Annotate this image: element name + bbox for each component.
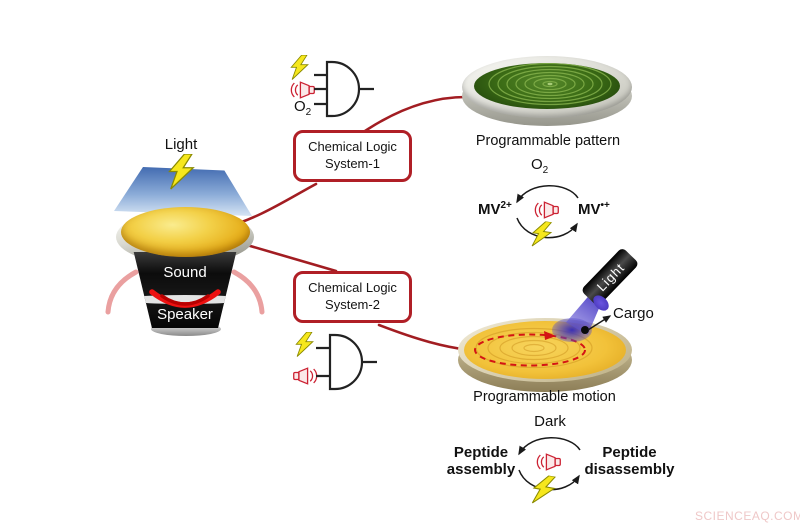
and-gate-2 xyxy=(316,333,377,391)
sound-speaker-icon xyxy=(290,81,315,99)
dark-condition-label: Dark xyxy=(534,413,566,430)
and-gate-1 xyxy=(314,60,374,118)
lightning-icon xyxy=(531,475,557,504)
pattern-petri-dish xyxy=(462,56,632,136)
sound-speaker-icon xyxy=(293,367,318,385)
light-source-label: Light xyxy=(164,136,198,153)
mv2-label: MV2+ xyxy=(478,200,512,218)
sound-speaker-icon xyxy=(534,201,559,219)
dish-green-surface xyxy=(474,63,620,109)
lightning-icon xyxy=(168,154,195,190)
motion-dish-caption: Programmable motion xyxy=(473,389,616,405)
sound-label: Sound xyxy=(163,264,207,281)
ripple-pattern xyxy=(475,327,593,369)
liquid-droplet xyxy=(121,207,250,257)
cargo-label: Cargo xyxy=(613,305,654,322)
lightning-icon xyxy=(290,55,309,80)
cargo-particle xyxy=(581,326,589,334)
sound-speaker-icon xyxy=(536,453,561,471)
speaker-band xyxy=(133,295,237,305)
speaker-label: Speaker xyxy=(157,306,213,323)
pattern-dish-caption: Programmable pattern xyxy=(475,133,621,149)
watermark: SCIENCEAQ.COM xyxy=(695,509,800,523)
dish-gold-surface xyxy=(464,321,626,379)
motion-petri-dish xyxy=(456,316,634,400)
mv-radical-label: MV•+ xyxy=(578,200,610,218)
mv-cycle-arrows xyxy=(516,185,579,239)
cargo-pointer-arrow xyxy=(587,315,612,331)
oxygen-input-label: O2 xyxy=(294,98,312,118)
concentric-ring-pattern xyxy=(488,63,612,106)
sound-wave-icon xyxy=(105,269,265,315)
lightning-icon xyxy=(531,220,553,247)
oxygen-condition-label: O2 xyxy=(531,156,549,176)
circular-motion-dashed-arrow xyxy=(474,331,586,367)
lightning-icon xyxy=(295,332,314,357)
